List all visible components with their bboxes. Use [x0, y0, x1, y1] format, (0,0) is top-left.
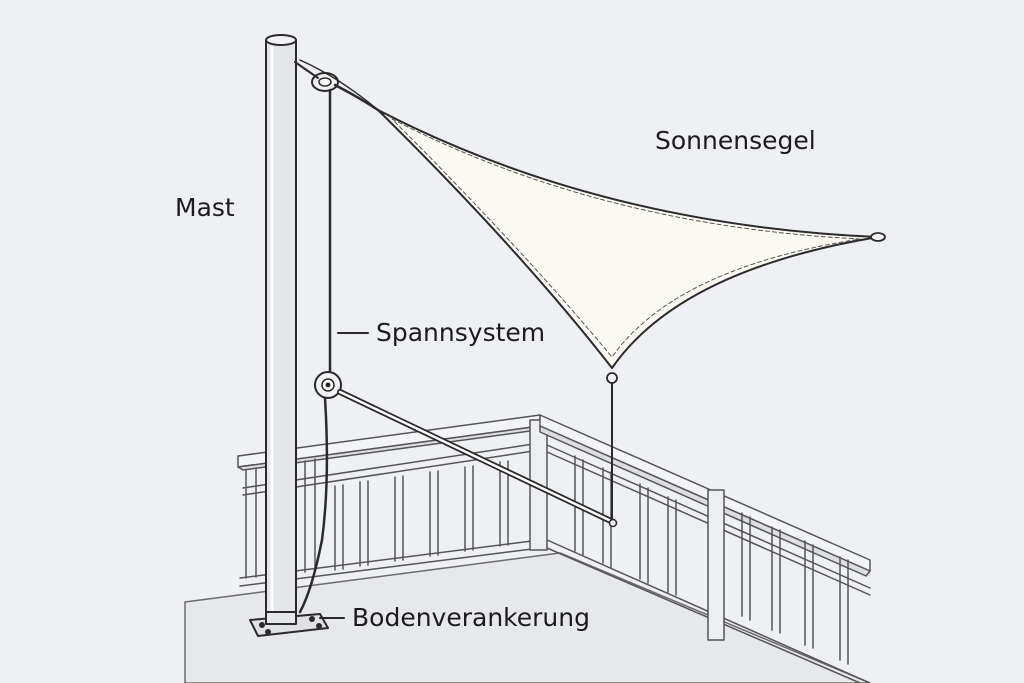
ground-anchor-label: Bodenverankerung	[352, 603, 590, 632]
sun-sail	[377, 109, 879, 369]
sun-sail-seam	[391, 118, 861, 358]
terrace-floor	[184, 552, 871, 683]
top-pulley	[294, 61, 339, 92]
mast-label: Mast	[175, 193, 235, 222]
sail-bottom-ring	[606, 372, 618, 384]
rope-to-sail-corner	[333, 83, 380, 112]
sail-corner-ring	[870, 232, 886, 242]
ground-anchor-plate	[249, 611, 329, 637]
mast-pole	[265, 34, 297, 623]
diagonal-rod	[337, 389, 618, 528]
anchor-rope	[298, 396, 329, 614]
tension-winch	[314, 371, 342, 399]
tension-system-label: Spannsystem	[376, 318, 546, 347]
railing-side	[539, 414, 871, 683]
sun-sail-label: Sonnensegel	[655, 126, 816, 155]
